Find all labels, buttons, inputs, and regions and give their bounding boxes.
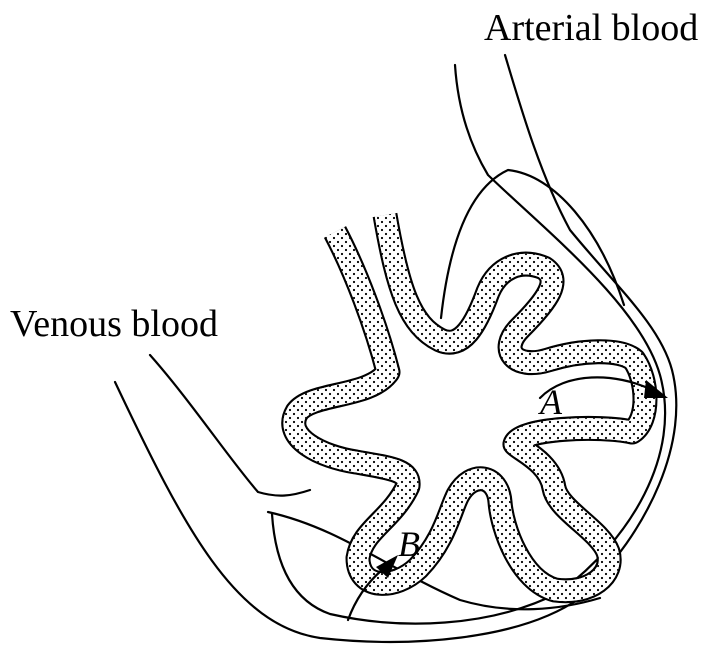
point-b-label: B [398,524,420,564]
point-a-label: A [538,382,563,422]
venous-blood-label: Venous blood [10,303,218,345]
tubule-stipple [294,215,645,591]
arterial-blood-label: Arterial blood [484,7,698,49]
